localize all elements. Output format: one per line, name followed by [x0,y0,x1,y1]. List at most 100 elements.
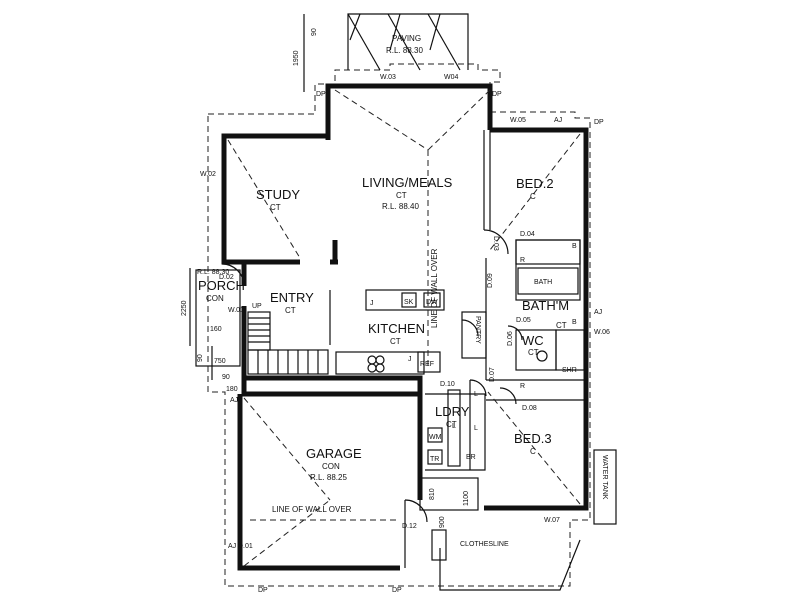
pantry-label: PANTRY [474,316,481,344]
door-tag: D.08 [522,405,537,412]
hip-line [427,89,491,151]
door-tag: D.04 [520,231,535,238]
bath-label: BATH [534,279,552,286]
dimension-label: 810 [429,488,436,500]
dimension-label: 90 [311,28,318,36]
cooktop-burner [375,355,385,365]
door-tag: D.09 [487,273,494,288]
linen-tag: L [474,425,478,432]
wall-living [325,83,493,140]
door-swing [507,325,523,341]
trough [427,449,443,465]
cooktop-burner [375,363,385,373]
door-tag: D.06 [507,331,514,346]
stairs-up-label: UP [252,303,262,310]
dishwasher [423,292,441,308]
water-tank [593,449,617,525]
dimension-label: 160 [210,326,222,333]
window-tag: W04 [444,74,459,81]
linen-tag: L [474,391,478,398]
hip-line [243,397,331,501]
ajax-tag: AJ [228,543,236,550]
joinery-tag: J [370,300,374,307]
broom-label: BR [466,454,476,461]
vanity [515,239,581,265]
pantry-outline [461,311,487,359]
ajax-tag: AJ [554,117,562,124]
room-name-bed3: BED.3 [514,431,552,446]
paving-rl: R.L. 88.30 [386,46,423,55]
door-tag: D.05 [516,317,531,324]
room-finish-bed2: C [530,192,536,201]
room-finish-bed3: C [530,447,536,456]
window-tag: W.01 [228,307,244,314]
door-tag: D.07 [489,367,496,382]
window-tag: W.03 [380,74,396,81]
paving-hatch [429,13,441,51]
room-rl-garage: R.L. 88.25 [310,473,347,482]
robe-tag: R [520,257,525,264]
door-tag: D.12 [402,523,417,530]
hip-line [243,499,331,567]
shower [555,329,585,371]
room-rl-living: R.L. 88.40 [382,202,419,211]
kitchen-island [365,289,445,311]
bin-area [431,529,447,561]
dimension-label: 90 [197,354,204,362]
robe-tag: R [520,383,525,390]
paving-hatch [387,13,421,71]
hip-line [334,89,429,151]
room-name-garage: GARAGE [306,446,362,461]
ajax-tag: AJ [594,309,602,316]
room-finish-garage: CON [322,462,340,471]
room-name-kitchen: KITCHEN [368,321,425,336]
room-finish-ldry: CT [446,420,457,429]
porch-outline [195,269,241,367]
bathtub [517,267,579,295]
trough-label: TR [430,456,439,463]
line-of-wall-over-vertical: LINE OF WALL OVER [430,248,439,328]
door-tag: D.03 [492,236,499,251]
room-name-entry: ENTRY [270,290,314,305]
joinery-tag: J [408,356,412,363]
cooktop-burner [367,355,377,365]
washing-machine [427,427,443,443]
paving-hatch [349,13,361,41]
ajax-tag: AJ [230,397,238,404]
room-finish-bathm: CT [556,321,567,330]
clothesline-area [439,539,581,591]
downpipe-tag: DP [258,587,268,594]
room-finish-study: CT [270,203,281,212]
room-rl-porch: R.L. 88.30 [197,269,229,276]
room-finish-kitchen: CT [390,337,401,346]
paving-hatch [347,13,381,71]
paving-label: PAVING [392,34,421,43]
fridge-space [417,351,441,373]
wall-garage [241,375,423,397]
room-name-porch: PORCH [198,278,245,293]
window-tag: W.06 [594,329,610,336]
room-finish-living: CT [396,191,407,200]
window-tag: W.05 [510,117,526,124]
room-name-wc: WC [522,333,544,348]
room-name-bathm: BATH'M [522,298,569,313]
dimension-label: 1950 [293,50,300,66]
door-tag: D.01 [238,543,253,550]
paving-hatch [427,13,461,71]
toilet [536,350,548,362]
basin-tag: B [572,243,577,250]
door-tag: D.10 [440,381,455,388]
garage-store [419,477,479,511]
room-name-bed2: BED.2 [516,176,554,191]
dimension-label: 2250 [181,300,188,316]
water-tank-label: WATER TANK [601,455,608,500]
clothesline-label: CLOTHESLINE [460,541,509,548]
hip-line [227,139,301,259]
dimension-label: 750 [214,358,226,365]
door-swing [469,379,487,397]
downpipe-tag: DP [316,91,326,98]
downpipe-tag: DP [594,119,604,126]
door-swing [499,387,517,405]
washing-machine-label: WM [429,434,442,441]
